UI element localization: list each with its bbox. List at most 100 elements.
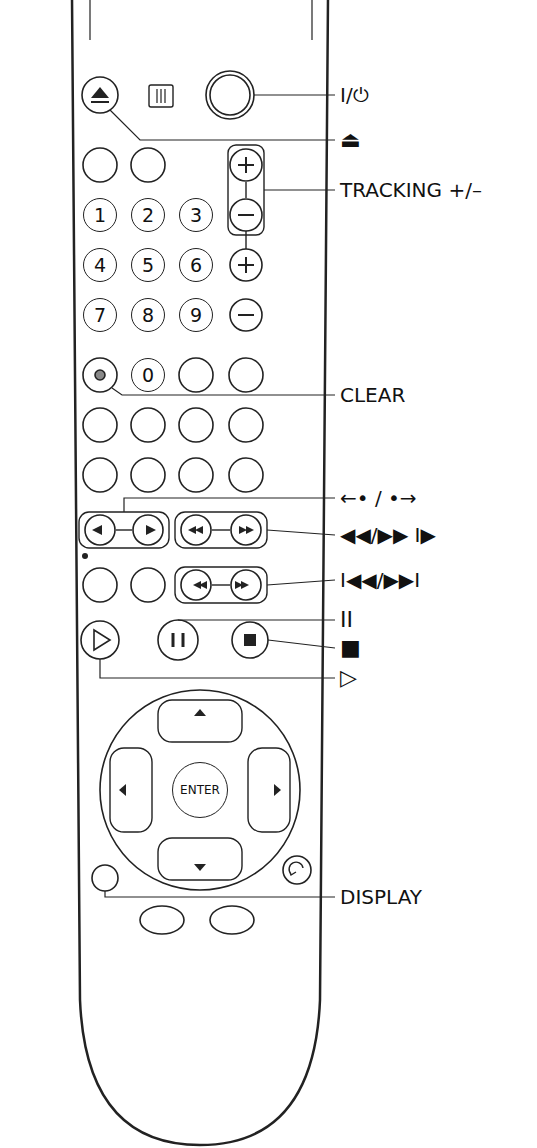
button-number: 8: [142, 306, 154, 325]
button-number: 9: [190, 306, 202, 325]
play-button: [81, 621, 119, 659]
return-icon: [289, 862, 303, 875]
callout-label: I◀◀/▶▶I: [338, 568, 422, 592]
oval-button: [140, 906, 184, 934]
callout-label: CLEAR: [338, 383, 407, 407]
button: [179, 358, 213, 392]
number-button: 2: [131, 198, 165, 232]
button: [231, 570, 261, 600]
number-button: 4: [83, 248, 117, 282]
button: [133, 515, 163, 545]
leader-line: [105, 891, 335, 897]
oval-button: [210, 906, 254, 934]
button-number: 3: [190, 206, 202, 225]
callout-label: I/⏻: [338, 83, 371, 107]
plus-button: [230, 149, 262, 181]
button: [85, 515, 115, 545]
arrow-icon: [119, 784, 126, 796]
button: [179, 408, 213, 442]
button-number: 6: [190, 256, 202, 275]
number-button: 5: [131, 248, 165, 282]
power-button-rim: [210, 75, 250, 115]
eject-button: [82, 77, 118, 113]
button-number: 1: [94, 206, 106, 225]
callout-label: DISPLAY: [338, 885, 424, 909]
stop-icon: [244, 634, 256, 646]
callout-label: TRACKING +/–: [338, 178, 484, 202]
pair-bracket: [175, 567, 267, 603]
indicator-dot: [82, 553, 88, 559]
button: [83, 408, 117, 442]
pause-icon: [173, 633, 183, 647]
arrow-icon: [194, 709, 206, 716]
button-number: 2: [142, 206, 154, 225]
number-button: 6: [179, 248, 213, 282]
dpad-ring: [100, 690, 300, 890]
arrow-icon: [194, 864, 206, 871]
button-number: 5: [142, 256, 154, 275]
next-icon: [235, 580, 253, 590]
button: [181, 515, 211, 545]
pair-dash: [116, 529, 132, 530]
sign-icon: [238, 257, 254, 273]
callout-label: II: [338, 608, 355, 632]
up-key: [158, 700, 242, 742]
leader-line: [100, 659, 335, 678]
button-label: ENTER: [180, 784, 220, 796]
prev-icon: [189, 580, 207, 590]
button-number: 4: [94, 256, 106, 275]
button: [83, 458, 117, 492]
right-key: [248, 748, 290, 832]
number-button: 1: [83, 198, 117, 232]
number-button: 0: [131, 358, 165, 392]
switch: [149, 85, 173, 107]
number-button: 9: [179, 298, 213, 332]
minus-button: [230, 199, 262, 231]
pair-bracket: [175, 512, 267, 548]
leader-line: [268, 640, 335, 648]
stop-button: [232, 622, 268, 658]
pair-link: [245, 182, 246, 198]
switch-ridges: [157, 89, 165, 103]
button-number: 7: [94, 306, 106, 325]
number-button: 7: [83, 298, 117, 332]
eject-icon: [91, 87, 109, 98]
callout-label: ←• / •→: [338, 486, 419, 510]
power-button: [206, 71, 254, 119]
leader-line: [264, 189, 335, 190]
plus-button: [230, 249, 262, 281]
leader-line: [124, 498, 335, 512]
leader-line: [178, 619, 335, 620]
arrow-icon: [92, 525, 102, 535]
pair-bracket: [79, 512, 169, 548]
button: [179, 458, 213, 492]
number-button: 8: [131, 298, 165, 332]
leader-line: [267, 530, 335, 535]
button: [131, 148, 165, 182]
sign-icon: [238, 157, 254, 173]
pause-button: [158, 620, 198, 660]
clear-dot: [95, 370, 105, 380]
pair-dash: [212, 584, 230, 585]
sign-icon: [238, 314, 254, 316]
play-icon: [94, 630, 110, 650]
button: [83, 568, 117, 602]
callout-label: ⏏: [338, 128, 363, 152]
callout-label: ■: [338, 636, 363, 660]
clear-button: [83, 358, 117, 392]
button: [181, 570, 211, 600]
callout-label: ◀◀/▶▶ I▶: [338, 523, 438, 547]
tracking-bracket: [228, 145, 264, 235]
remote-body: [72, 0, 328, 1145]
button: [229, 458, 263, 492]
leader-line: [254, 94, 335, 95]
button: [229, 408, 263, 442]
number-button: 3: [179, 198, 213, 232]
minus-button: [230, 299, 262, 331]
eject-icon: [91, 101, 109, 103]
button: [131, 408, 165, 442]
button: [131, 568, 165, 602]
sign-icon: [238, 214, 254, 216]
leader-line: [110, 110, 335, 140]
